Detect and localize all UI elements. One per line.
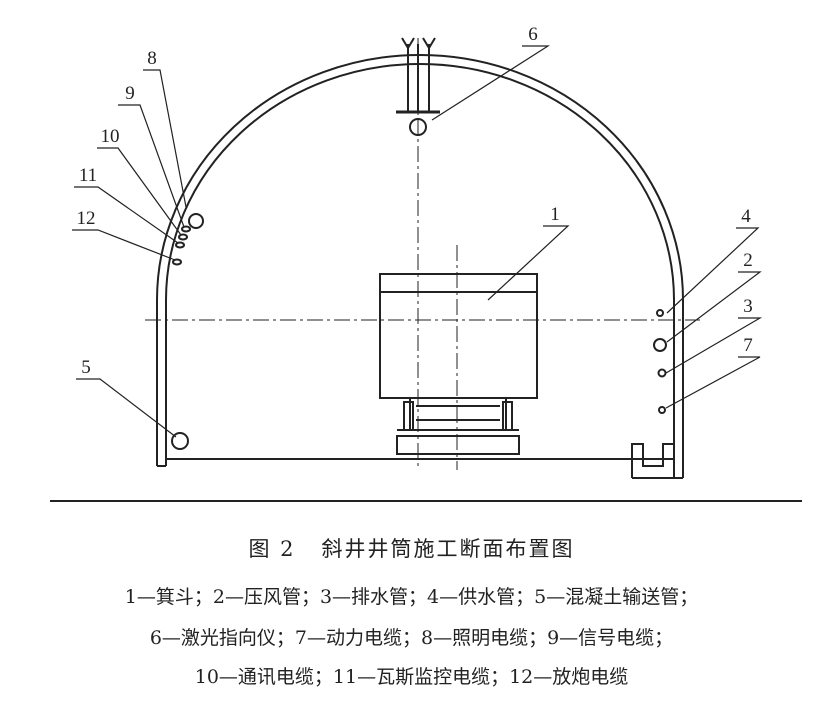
leader-lines — [72, 45, 763, 438]
callout-12: 12 — [77, 208, 96, 229]
callout-8: 8 — [147, 48, 157, 69]
compressed-air-pipe-icon — [653, 338, 667, 352]
tunnel-cross-section-diagram: 1 6 4 2 3 7 5 8 9 10 11 12 — [50, 24, 802, 502]
power-cable-icon — [658, 406, 666, 414]
gas-monitor-cable-icon — [175, 241, 185, 249]
figure-title: 斜井井筒施工断面布置图 — [321, 537, 575, 561]
callout-6: 6 — [528, 24, 538, 45]
arch-outer — [156, 54, 684, 478]
callout-5: 5 — [81, 357, 91, 378]
signal-cable-icon — [181, 225, 191, 233]
callout-10: 10 — [101, 126, 120, 147]
callout-3: 3 — [743, 296, 753, 317]
callout-7: 7 — [743, 335, 753, 356]
callout-9: 9 — [125, 83, 135, 104]
callout-11: 11 — [79, 165, 97, 186]
figure-caption: 图 2 斜井井筒施工断面布置图 — [0, 533, 823, 563]
laser-pointer-icon — [409, 118, 427, 136]
legend-line-3: 10—通讯电缆；11—瓦斯监控电缆；12—放炮电缆 — [194, 666, 629, 688]
callout-2: 2 — [743, 250, 753, 271]
drainage-pipe-icon — [657, 368, 667, 378]
legend-line-2: 6—激光指向仪；7—动力电缆；8—照明电缆；9—信号电缆； — [149, 627, 674, 649]
callout-1: 1 — [550, 204, 560, 225]
concrete-pipe-icon — [171, 432, 189, 450]
figure-number: 图 2 — [248, 537, 296, 561]
water-supply-pipe-icon — [656, 309, 664, 317]
skip-bucket — [379, 273, 538, 455]
communication-cable-icon — [178, 233, 188, 241]
drain-channel — [631, 443, 683, 479]
blasting-cable-icon — [172, 258, 182, 266]
lighting-cable-icon — [188, 213, 204, 229]
legend-line-1: 1—箕斗；2—压风管；3—排水管；4—供水管；5—混凝土输送管； — [124, 586, 699, 608]
callout-4: 4 — [741, 206, 751, 227]
arch-inner — [165, 63, 675, 478]
laser-pointer-mount — [396, 37, 440, 136]
